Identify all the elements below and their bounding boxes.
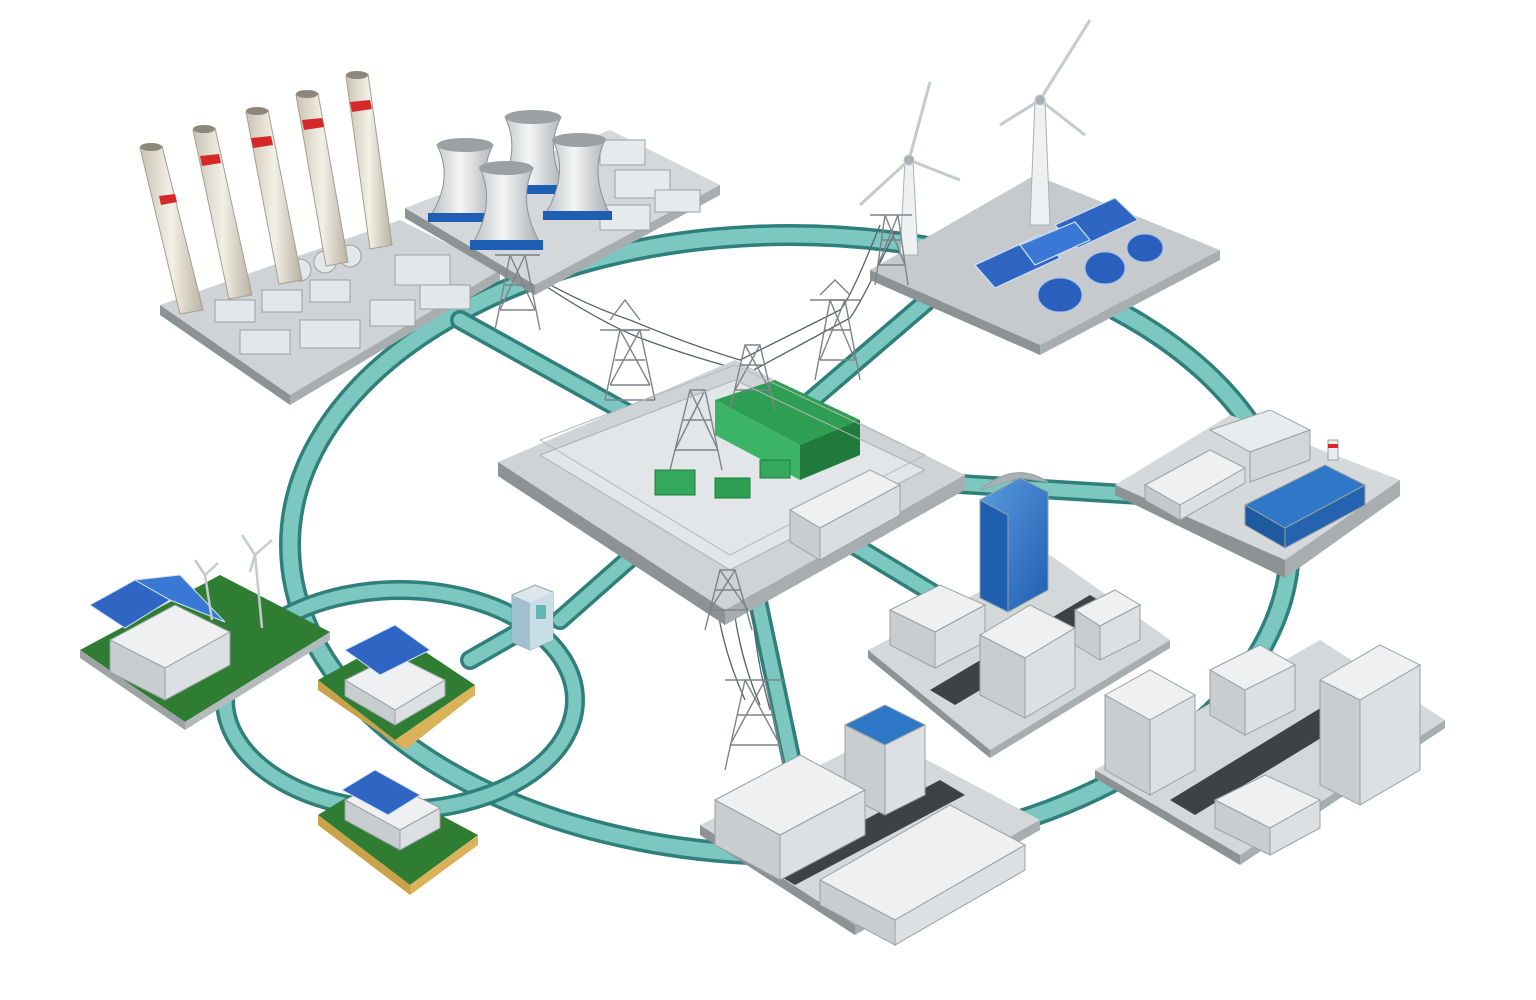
cooling-tower-3 bbox=[542, 133, 613, 220]
apartment-wide bbox=[713, 754, 867, 881]
cooling-tower-4 bbox=[469, 161, 544, 250]
highrise-low-block bbox=[1213, 774, 1322, 856]
solar-dishes bbox=[1037, 233, 1164, 313]
wind-solar-farm bbox=[858, 19, 1220, 355]
transmission-tower-3 bbox=[724, 679, 786, 771]
office-block-2 bbox=[978, 604, 1077, 719]
house-large-with-wind bbox=[80, 534, 330, 730]
highrise-district bbox=[1095, 640, 1445, 865]
cooling-towers bbox=[427, 110, 613, 250]
office-block-3 bbox=[1073, 589, 1142, 661]
office-district bbox=[868, 472, 1170, 758]
wind-turbine-2 bbox=[858, 81, 961, 256]
transmission-tower-2 bbox=[870, 214, 912, 286]
smokestacks bbox=[139, 71, 393, 315]
factory-buildings bbox=[1143, 409, 1367, 549]
residential-houses bbox=[80, 534, 478, 895]
industrial-factory bbox=[1115, 409, 1400, 578]
smokestack-5 bbox=[345, 71, 393, 250]
central-substation bbox=[498, 279, 965, 625]
highrise-tower-3 bbox=[1208, 644, 1297, 736]
substation-towers bbox=[600, 279, 861, 471]
apartment-long bbox=[818, 804, 1027, 946]
substation-building bbox=[788, 469, 902, 561]
town-district bbox=[700, 704, 1040, 946]
transmission-tower-4 bbox=[704, 569, 753, 631]
nuclear-power-plant bbox=[405, 110, 720, 295]
apartment-tall bbox=[843, 704, 927, 816]
house-medium-solar bbox=[318, 624, 475, 750]
smokestack-2 bbox=[192, 125, 253, 300]
wind-turbine-1 bbox=[999, 19, 1092, 226]
substation-transformers bbox=[654, 380, 860, 499]
home-wind-turbines bbox=[193, 534, 273, 629]
wind-turbines bbox=[858, 19, 1092, 256]
thermal-power-plant bbox=[139, 71, 500, 405]
smokestack-1 bbox=[139, 143, 204, 315]
glass-tower bbox=[979, 472, 1049, 613]
house-small-solar bbox=[318, 769, 478, 895]
transmission-tower-1 bbox=[494, 254, 541, 331]
substation-fence bbox=[539, 364, 927, 571]
highrise-tower-2 bbox=[1103, 669, 1197, 796]
solar-panels bbox=[974, 197, 1140, 289]
highrise-tower-1 bbox=[1318, 644, 1422, 806]
smart-meter-cabinet bbox=[511, 584, 554, 651]
plant-machinery bbox=[214, 244, 471, 355]
smokestack-3 bbox=[245, 107, 303, 285]
factory-tank bbox=[1327, 439, 1339, 461]
smokestack-4 bbox=[295, 90, 349, 267]
cooling-tower-1 bbox=[427, 138, 501, 222]
transmission-towers bbox=[494, 214, 912, 771]
